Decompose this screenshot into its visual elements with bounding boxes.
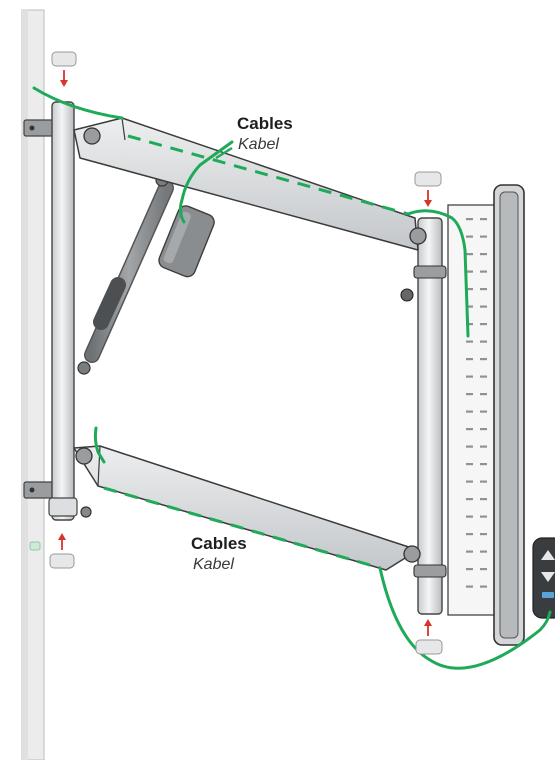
bottom-cable-label-translation: Kabel xyxy=(193,556,234,573)
mounting-slot xyxy=(466,288,473,291)
mounting-slot xyxy=(480,533,487,536)
mounting-slot xyxy=(480,270,487,273)
mounting-slot xyxy=(466,585,473,588)
mounting-slot xyxy=(466,498,473,501)
mounting-slot xyxy=(480,235,487,238)
red-up-arrow xyxy=(58,533,432,636)
mounting-slot xyxy=(480,218,487,221)
mounting-slot xyxy=(480,375,487,378)
mounting-plate xyxy=(447,204,499,616)
mounting-slot xyxy=(480,288,487,291)
mounting-slot xyxy=(480,480,487,483)
mounting-slot xyxy=(480,393,487,396)
mounting-slot xyxy=(466,533,473,536)
mounting-slot xyxy=(480,323,487,326)
mounting-slot xyxy=(480,358,487,361)
mounting-slot xyxy=(466,375,473,378)
mounting-slot xyxy=(480,428,487,431)
mounting-slot xyxy=(466,218,473,221)
bottom-cable-label: Cables xyxy=(191,534,247,553)
mounting-slot xyxy=(466,323,473,326)
mounting-slot xyxy=(480,305,487,308)
lower-arm xyxy=(73,445,421,571)
label-leader-top xyxy=(215,146,233,160)
monitor-panel xyxy=(493,184,525,646)
mounting-slot xyxy=(480,515,487,518)
hand-remote-icon xyxy=(532,537,555,619)
red-down-arrow xyxy=(60,70,432,207)
mounting-slot xyxy=(466,550,473,553)
mounting-slot xyxy=(466,568,473,571)
mounting-slot xyxy=(480,568,487,571)
wall-bracket-bottom xyxy=(23,481,55,499)
end-cap-icon xyxy=(49,51,443,655)
mounting-slot xyxy=(480,410,487,413)
mounting-slot xyxy=(466,235,473,238)
mounting-slot xyxy=(480,340,487,343)
mounting-slot xyxy=(466,340,473,343)
mounting-slot xyxy=(480,445,487,448)
mounting-slot xyxy=(466,445,473,448)
mounting-slot xyxy=(466,270,473,273)
top-cable-label-translation: Kabel xyxy=(238,136,279,153)
mounting-slot xyxy=(480,585,487,588)
mounting-slot xyxy=(480,550,487,553)
wall-bracket-top xyxy=(23,119,55,137)
wall-column xyxy=(21,9,45,760)
linear-actuator xyxy=(77,173,215,375)
mounting-slot xyxy=(480,498,487,501)
mounting-slot xyxy=(466,358,473,361)
mounting-slot xyxy=(480,463,487,466)
mounting-slot xyxy=(466,463,473,466)
cable-clip-icon xyxy=(29,541,41,551)
cable-path xyxy=(32,86,552,670)
mounting-slot xyxy=(466,393,473,396)
mounting-slot xyxy=(466,410,473,413)
mounting-slot xyxy=(480,253,487,256)
upper-arm xyxy=(73,117,427,251)
mounting-slot xyxy=(466,305,473,308)
mounting-slot xyxy=(466,428,473,431)
mounting-slot xyxy=(466,480,473,483)
mounting-slot xyxy=(466,253,473,256)
mounting-slot xyxy=(466,515,473,518)
top-cable-label: Cables xyxy=(237,114,293,133)
mounting-slots xyxy=(466,218,487,588)
